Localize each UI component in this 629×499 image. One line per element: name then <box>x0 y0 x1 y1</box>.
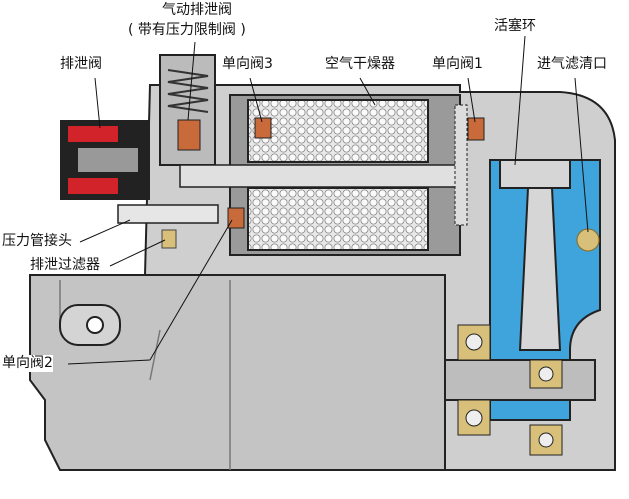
check-valve-2 <box>227 207 245 229</box>
connecting-rod <box>518 187 562 351</box>
check-valve-3 <box>254 117 272 139</box>
bearings <box>457 324 563 456</box>
spring <box>167 69 209 113</box>
label-check-valve-1: 单向阀1 <box>432 56 483 73</box>
label-check-valve-2: 单向阀2 <box>2 355 53 372</box>
piston <box>499 159 571 189</box>
label-drain-valve: 排泄阀 <box>60 56 102 73</box>
label-drain-filter: 排泄过滤器 <box>30 257 100 274</box>
label-pneumatic-drain-valve: 气动排泄阀 <box>162 2 232 19</box>
label-piston-ring: 活塞环 <box>494 18 536 35</box>
pressure-fitting <box>117 204 219 224</box>
label-pressure-limit-valve: ( 带有压力限制阀 ) <box>128 22 246 39</box>
drain-filter <box>161 229 177 249</box>
desiccant-lower <box>247 187 429 251</box>
leader-lines <box>67 35 589 365</box>
label-pressure-fitting: 压力管接头 <box>2 233 72 250</box>
coil-top <box>68 126 118 142</box>
desiccant-upper <box>247 99 429 163</box>
label-check-valve-3: 单向阀3 <box>222 56 273 73</box>
check-valve-1 <box>467 117 485 141</box>
crankshaft <box>444 359 596 401</box>
label-intake-filter: 进气滤清口 <box>537 56 607 73</box>
coil-bottom <box>68 178 118 194</box>
label-air-dryer: 空气干燥器 <box>325 56 395 73</box>
intake-filter <box>576 228 600 252</box>
mount-hole <box>86 316 104 334</box>
lower-housing <box>29 274 446 471</box>
